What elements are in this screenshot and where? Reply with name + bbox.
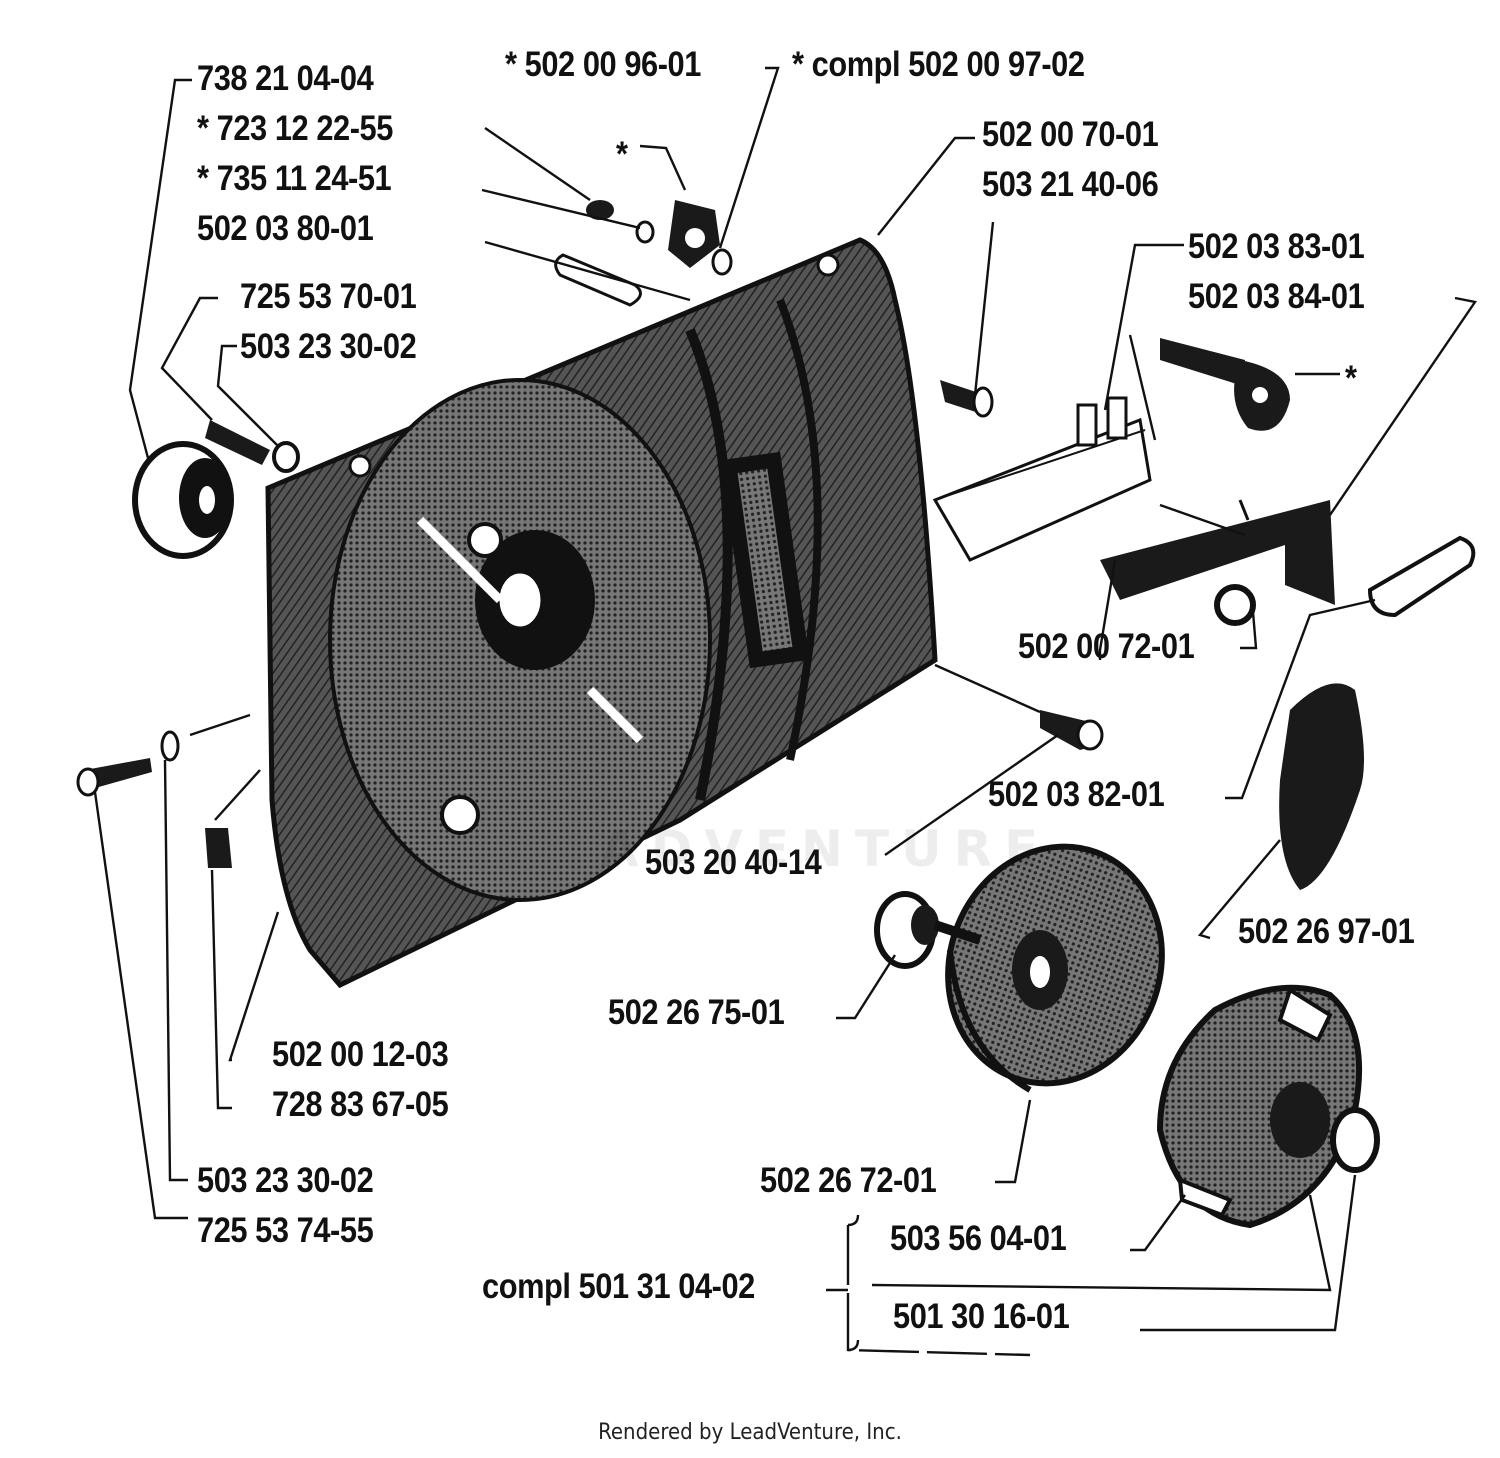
leader-lines <box>93 66 1478 1357</box>
part-label: compl 501 31 04-02 <box>482 1267 755 1306</box>
part-label: 725 53 70-01 <box>240 277 417 316</box>
part-label: 501 30 16-01 <box>893 1297 1070 1336</box>
part-label: 502 00 72-01 <box>1018 627 1195 666</box>
part-label: * 735 11 24-51 <box>197 159 392 198</box>
part-label: 502 26 72-01 <box>760 1161 937 1200</box>
part-label: 503 56 04-01 <box>890 1219 1067 1258</box>
part-label: 502 03 80-01 <box>197 209 374 248</box>
part-label: 503 20 40-14 <box>645 843 822 882</box>
part-label: 502 03 84-01 <box>1188 277 1365 316</box>
part-label: 502 26 75-01 <box>608 993 785 1032</box>
guide-roller <box>132 441 234 559</box>
part-label: 503 23 30-02 <box>197 1161 374 1200</box>
brake-lever <box>1100 499 1476 626</box>
centrifugal-clutch <box>1156 984 1380 1229</box>
part-label: 502 00 70-01 <box>982 115 1159 154</box>
part-label: 725 53 74-55 <box>197 1211 374 1250</box>
chain-catcher <box>932 396 1152 562</box>
part-label: 503 21 40-06 <box>982 165 1159 204</box>
part-label: 502 00 12-03 <box>272 1035 449 1074</box>
part-label: * 723 12 22-55 <box>197 109 393 148</box>
watermark: ADVENTURE <box>600 820 1051 878</box>
part-label: * 502 00 96-01 <box>505 45 701 84</box>
part-label: 738 21 04-04 <box>197 59 374 98</box>
part-label: 728 83 67-05 <box>272 1085 449 1124</box>
star-marker: * <box>616 135 628 174</box>
part-label: 502 03 83-01 <box>1188 227 1365 266</box>
clutch-drum <box>945 843 1165 1093</box>
part-label: 502 03 82-01 <box>988 775 1165 814</box>
bolt <box>1160 338 1290 431</box>
part-label: 503 23 30-02 <box>240 327 417 366</box>
part-label: * compl 502 00 97-02 <box>792 45 1085 84</box>
needle-bearing <box>874 891 982 969</box>
part-label: 502 26 97-01 <box>1238 912 1415 951</box>
clutch-cover <box>265 237 938 989</box>
clutch-spring <box>1279 683 1364 890</box>
footer-credit: Rendered by LeadVenture, Inc. <box>598 1420 902 1445</box>
star-marker: * <box>1345 359 1357 398</box>
